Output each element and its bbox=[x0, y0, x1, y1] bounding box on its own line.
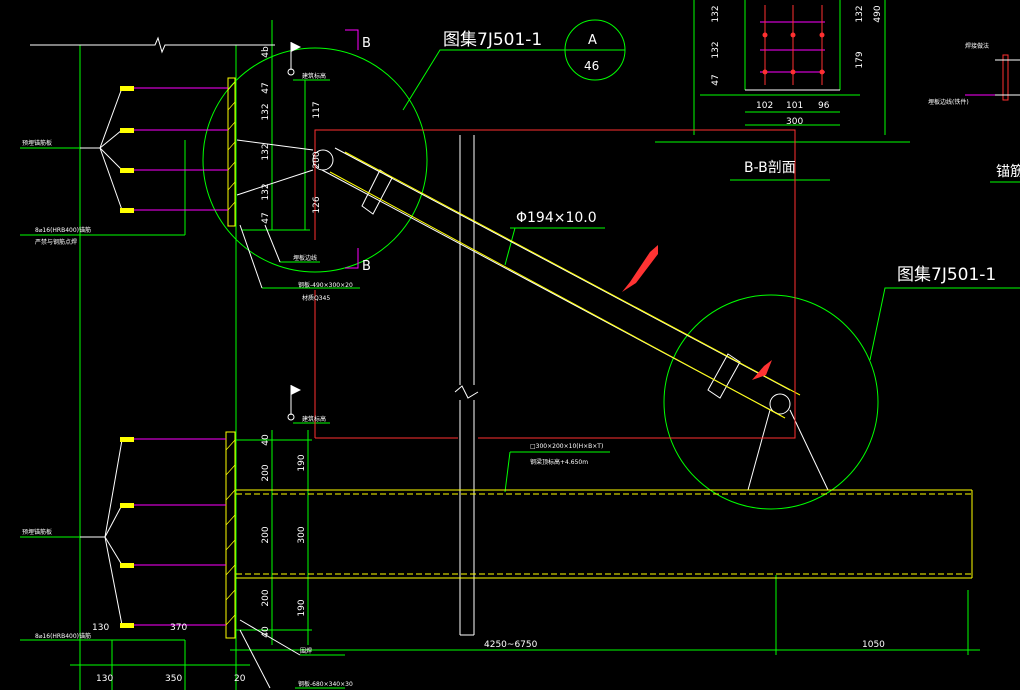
dim-bb-left-2: 132 bbox=[711, 41, 721, 58]
dim-lower-5: 40 bbox=[261, 626, 271, 638]
dim-lower-inner-3: 190 bbox=[297, 599, 307, 616]
yellow-linework bbox=[225, 77, 973, 639]
red-arrow-annotations bbox=[622, 245, 772, 380]
dim-lower-inner-1: 190 bbox=[297, 454, 307, 471]
dim-bb-h-3: 96 bbox=[818, 101, 830, 111]
bb-note: 焊接做法 bbox=[965, 42, 989, 50]
detail-index-number: 46 bbox=[584, 59, 599, 73]
white-linework bbox=[30, 36, 829, 689]
dim-bottom-3: 20 bbox=[234, 674, 246, 684]
dim-upper-3: 132 bbox=[261, 143, 271, 160]
lower-anchor-note: 预埋锚筋板 bbox=[22, 528, 52, 536]
beam-spec-label: □300×200×10(H×B×T) bbox=[530, 443, 603, 450]
dim-bb-left-1: 132 bbox=[711, 5, 721, 22]
dim-span-left: 4250~6750 bbox=[484, 640, 538, 650]
dim-lower-2: 200 bbox=[261, 464, 271, 481]
dim-bb-h-1: 102 bbox=[756, 101, 773, 111]
dim-bottom-1: 130 bbox=[96, 674, 113, 684]
lower-bolt-note: 8⌀16(HRB400)锚筋 bbox=[35, 632, 91, 640]
upper-anchor-note: 预埋锚筋板 bbox=[22, 139, 52, 147]
dim-lower-row-2: 370 bbox=[170, 623, 187, 633]
dim-bb-right-1: 132 bbox=[855, 5, 865, 22]
dim-lower-3: 200 bbox=[261, 526, 271, 543]
bb-note-2: 埋板边线(铁件) bbox=[928, 98, 969, 106]
dim-lower-inner-2: 300 bbox=[297, 526, 307, 543]
dim-upper-top: 4b bbox=[261, 46, 271, 58]
pipe-spec-label: Φ194×10.0 bbox=[516, 210, 597, 226]
green-dimension-lines bbox=[20, 0, 1020, 690]
dim-bottom-2: 350 bbox=[165, 674, 182, 684]
lower-plate-note: 钢板-680×340×30 bbox=[298, 680, 353, 688]
atlas-label-right: 图集7J501-1 bbox=[897, 265, 996, 285]
dim-lower-1: 40 bbox=[261, 434, 271, 446]
bb-section-points bbox=[762, 32, 825, 75]
dim-upper-inner-2: 200 bbox=[312, 151, 322, 168]
section-title: B-B剖面 bbox=[744, 160, 796, 176]
dim-upper-1: 47 bbox=[261, 82, 271, 93]
anchor-plate-note: 埋板边线 bbox=[293, 254, 317, 262]
level-mark-upper: 建筑标高 bbox=[302, 72, 326, 80]
weld-note: 围焊 bbox=[300, 647, 312, 655]
bb-section-outline bbox=[745, 59, 1020, 96]
anchor-bolt-heads bbox=[120, 86, 134, 628]
dim-upper-2: 132 bbox=[261, 103, 271, 120]
section-mark-b-top: B bbox=[362, 36, 371, 51]
dim-bb-h-2: 101 bbox=[786, 101, 803, 111]
atlas-label-top: 图集7J501-1 bbox=[443, 30, 542, 50]
dim-lower-4: 200 bbox=[261, 589, 271, 606]
dimension-labels: 47 132 132 132 47 4b 117 200 126 40 200 … bbox=[92, 5, 885, 684]
level-mark-lower: 建筑标高 bbox=[302, 415, 326, 423]
dim-bb-left-3: 47 bbox=[711, 74, 721, 85]
upper-plate-note: 钢板-490×300×20 bbox=[298, 281, 353, 289]
detail-index-letter: A bbox=[588, 33, 597, 48]
labels: 图集7J501-1 图集7J501-1 B B A 46 Φ194×10.0 B… bbox=[22, 30, 1020, 688]
dim-upper-inner-1: 117 bbox=[312, 101, 322, 118]
dim-upper-inner-3: 126 bbox=[312, 196, 322, 213]
upper-bolt-note-1: 8⌀16(HRB400)锚筋 bbox=[35, 226, 91, 234]
upper-plate-material: 材质Q345 bbox=[302, 294, 330, 302]
section-mark-b-bottom: B bbox=[362, 259, 371, 274]
dim-bb-right-2: 179 bbox=[855, 51, 865, 68]
dim-span-right: 1050 bbox=[862, 640, 885, 650]
dim-lower-row-1: 130 bbox=[92, 623, 109, 633]
plate-hatching bbox=[225, 81, 236, 626]
dim-bb-top-right: 490 bbox=[873, 5, 883, 22]
dim-upper-5: 47 bbox=[261, 212, 271, 223]
upper-bolt-note-2: 严禁与钢筋点焊 bbox=[35, 238, 77, 246]
beam-note-label: 钢梁顶标高+4.650m bbox=[530, 458, 588, 466]
dim-upper-4: 132 bbox=[261, 183, 271, 200]
dim-bb-total: 300 bbox=[786, 117, 803, 127]
anchor-partial-label: 锚筋 bbox=[996, 163, 1020, 180]
